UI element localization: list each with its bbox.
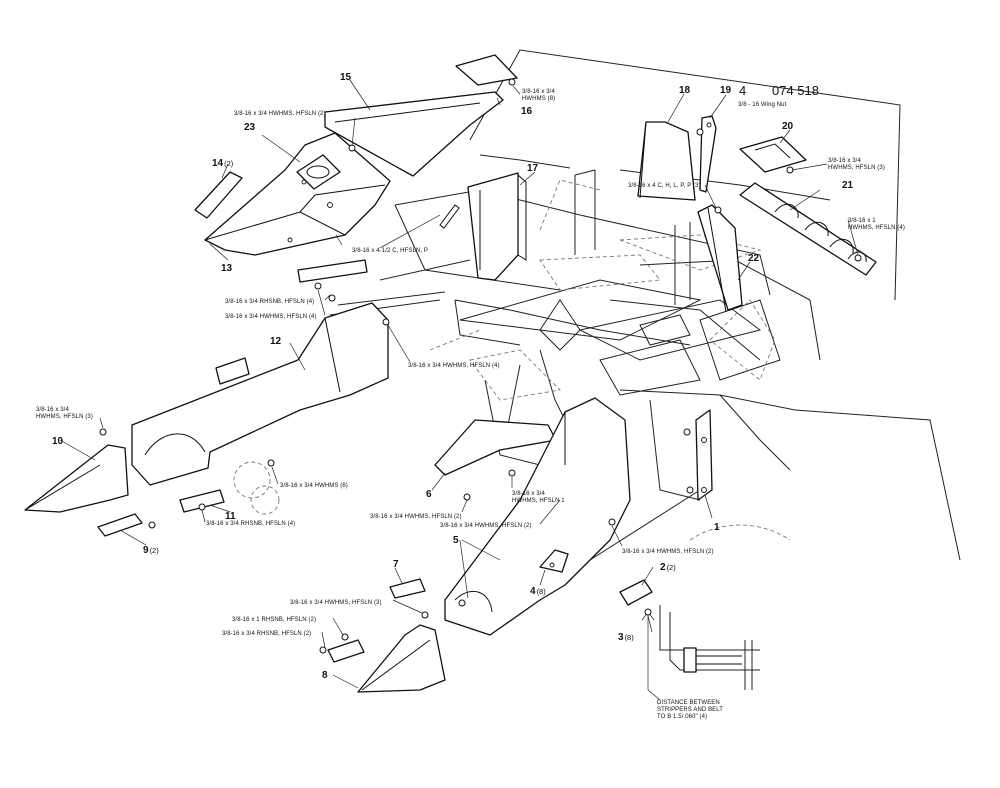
note-8-rhsnb-3-4: 3/8-16 x 3/4 RHSNB, HFSLN (2) — [222, 631, 311, 637]
part-5-housing — [444, 397, 631, 636]
note-11-bolt: 3/8-16 x 3/4 RHSNB, HFSLN (4) — [206, 521, 295, 527]
part-2-plate — [619, 579, 653, 606]
sheet-number: 4 — [739, 83, 746, 98]
part-label-10: 10 — [52, 436, 64, 447]
part-label-4: 4(8) — [530, 586, 546, 597]
support-bar — [297, 259, 368, 283]
part-label-12: 12 — [270, 336, 282, 347]
part-label-19: 19 — [720, 85, 732, 96]
part-1-strip — [695, 409, 713, 501]
note-8-rhsnb-1: 3/8-16 x 1 RHSNB, HFSLN (2) — [232, 617, 316, 623]
part-label-17: 17 — [527, 163, 539, 174]
part-20-clip — [739, 136, 807, 173]
part-label-16: 16 — [521, 106, 533, 117]
part-9-plate — [97, 513, 143, 537]
part-14-strap — [194, 171, 243, 219]
part-label-11: 11 — [225, 511, 236, 522]
note-18-bolt: 3/8-16 x 4 C, H, L, P, P (3) — [628, 183, 701, 189]
part-label-9: 9(2) — [143, 545, 159, 556]
part-19-bracket — [699, 115, 717, 193]
detail-inset — [641, 605, 760, 690]
chassis-frame — [329, 49, 961, 581]
drawing-number: 074 518 — [772, 83, 819, 98]
part-label-8: 8 — [322, 670, 328, 681]
part-17-panel — [467, 172, 527, 281]
part-8-cone — [357, 624, 446, 693]
part-12-housing — [131, 302, 389, 486]
part-4-clip — [539, 549, 569, 573]
part-10-cone — [24, 444, 129, 513]
part-label-22: 22 — [748, 253, 760, 264]
note-17-pin: 3/8-16 x 4-1/2 C, HFSLN, P — [352, 248, 428, 254]
note-hwhms-13: 3/8-16 x 3/4 HWHMS, HFSLN (4) — [225, 314, 317, 320]
part-label-14: 14(2) — [212, 158, 234, 169]
part-22-panel — [697, 204, 743, 313]
part-label-7: 7 — [393, 559, 399, 570]
note-wing-nut: 3/8 - 16 Wing Nut — [738, 102, 787, 108]
part-label-13: 13 — [221, 263, 233, 274]
part-7-bracket — [389, 578, 426, 599]
part-label-15: 15 — [340, 72, 352, 83]
note-5-bolt-right: 3/8-16 x 3/4 HWHMS, HFSLN (2) — [622, 549, 714, 555]
part-label-20: 20 — [782, 121, 794, 132]
part-13-shield — [204, 132, 391, 256]
note-15-bolt: 3/8-16 x 3/4 HWHMS, HFSLN (2) — [234, 111, 326, 117]
part-11-strap — [179, 489, 225, 513]
note-rhsnb-13: 3/8-16 x 3/4 RHSNB, HFSLN (4) — [225, 299, 314, 305]
part-label-18: 18 — [679, 85, 691, 96]
sprocket-ghost — [233, 461, 280, 515]
part-label-6: 6 — [426, 489, 432, 500]
part-number-labels: 1 2(2) 3(8) 4(8) 5 6 7 8 9(2) 10 11 12 1… — [52, 72, 854, 681]
leader-lines — [59, 79, 859, 701]
part-label-2: 2(2) — [660, 562, 676, 573]
part-15-shield — [324, 54, 518, 177]
part-21-bar — [739, 182, 877, 276]
note-sprocket-bolt: 3/8-16 x 3/4 HWHMS (6) — [280, 483, 348, 489]
part-18-panel — [637, 121, 696, 201]
note-7-bolt: 3/8-16 x 3/4 HWHMS, HFSLN (3) — [290, 600, 382, 606]
note-6-bolt-left: 3/8-16 x 3/4 HWHMS, HFSLN (2) — [370, 514, 462, 520]
part-label-23: 23 — [244, 122, 256, 133]
part-label-1: 1 — [714, 522, 720, 533]
note-5-bolt: 3/8-16 x 3/4 HWHMS, HFSLN (2) — [440, 523, 532, 529]
part-label-5: 5 — [453, 535, 459, 546]
part-23-decal — [296, 154, 341, 190]
part-8-plate — [327, 639, 365, 663]
part-label-21: 21 — [842, 180, 854, 191]
note-12-bolt: 3/8-16 x 3/4 HWHMS, HFSLN (4) — [408, 363, 500, 369]
part-label-3: 3(8) — [618, 632, 634, 643]
